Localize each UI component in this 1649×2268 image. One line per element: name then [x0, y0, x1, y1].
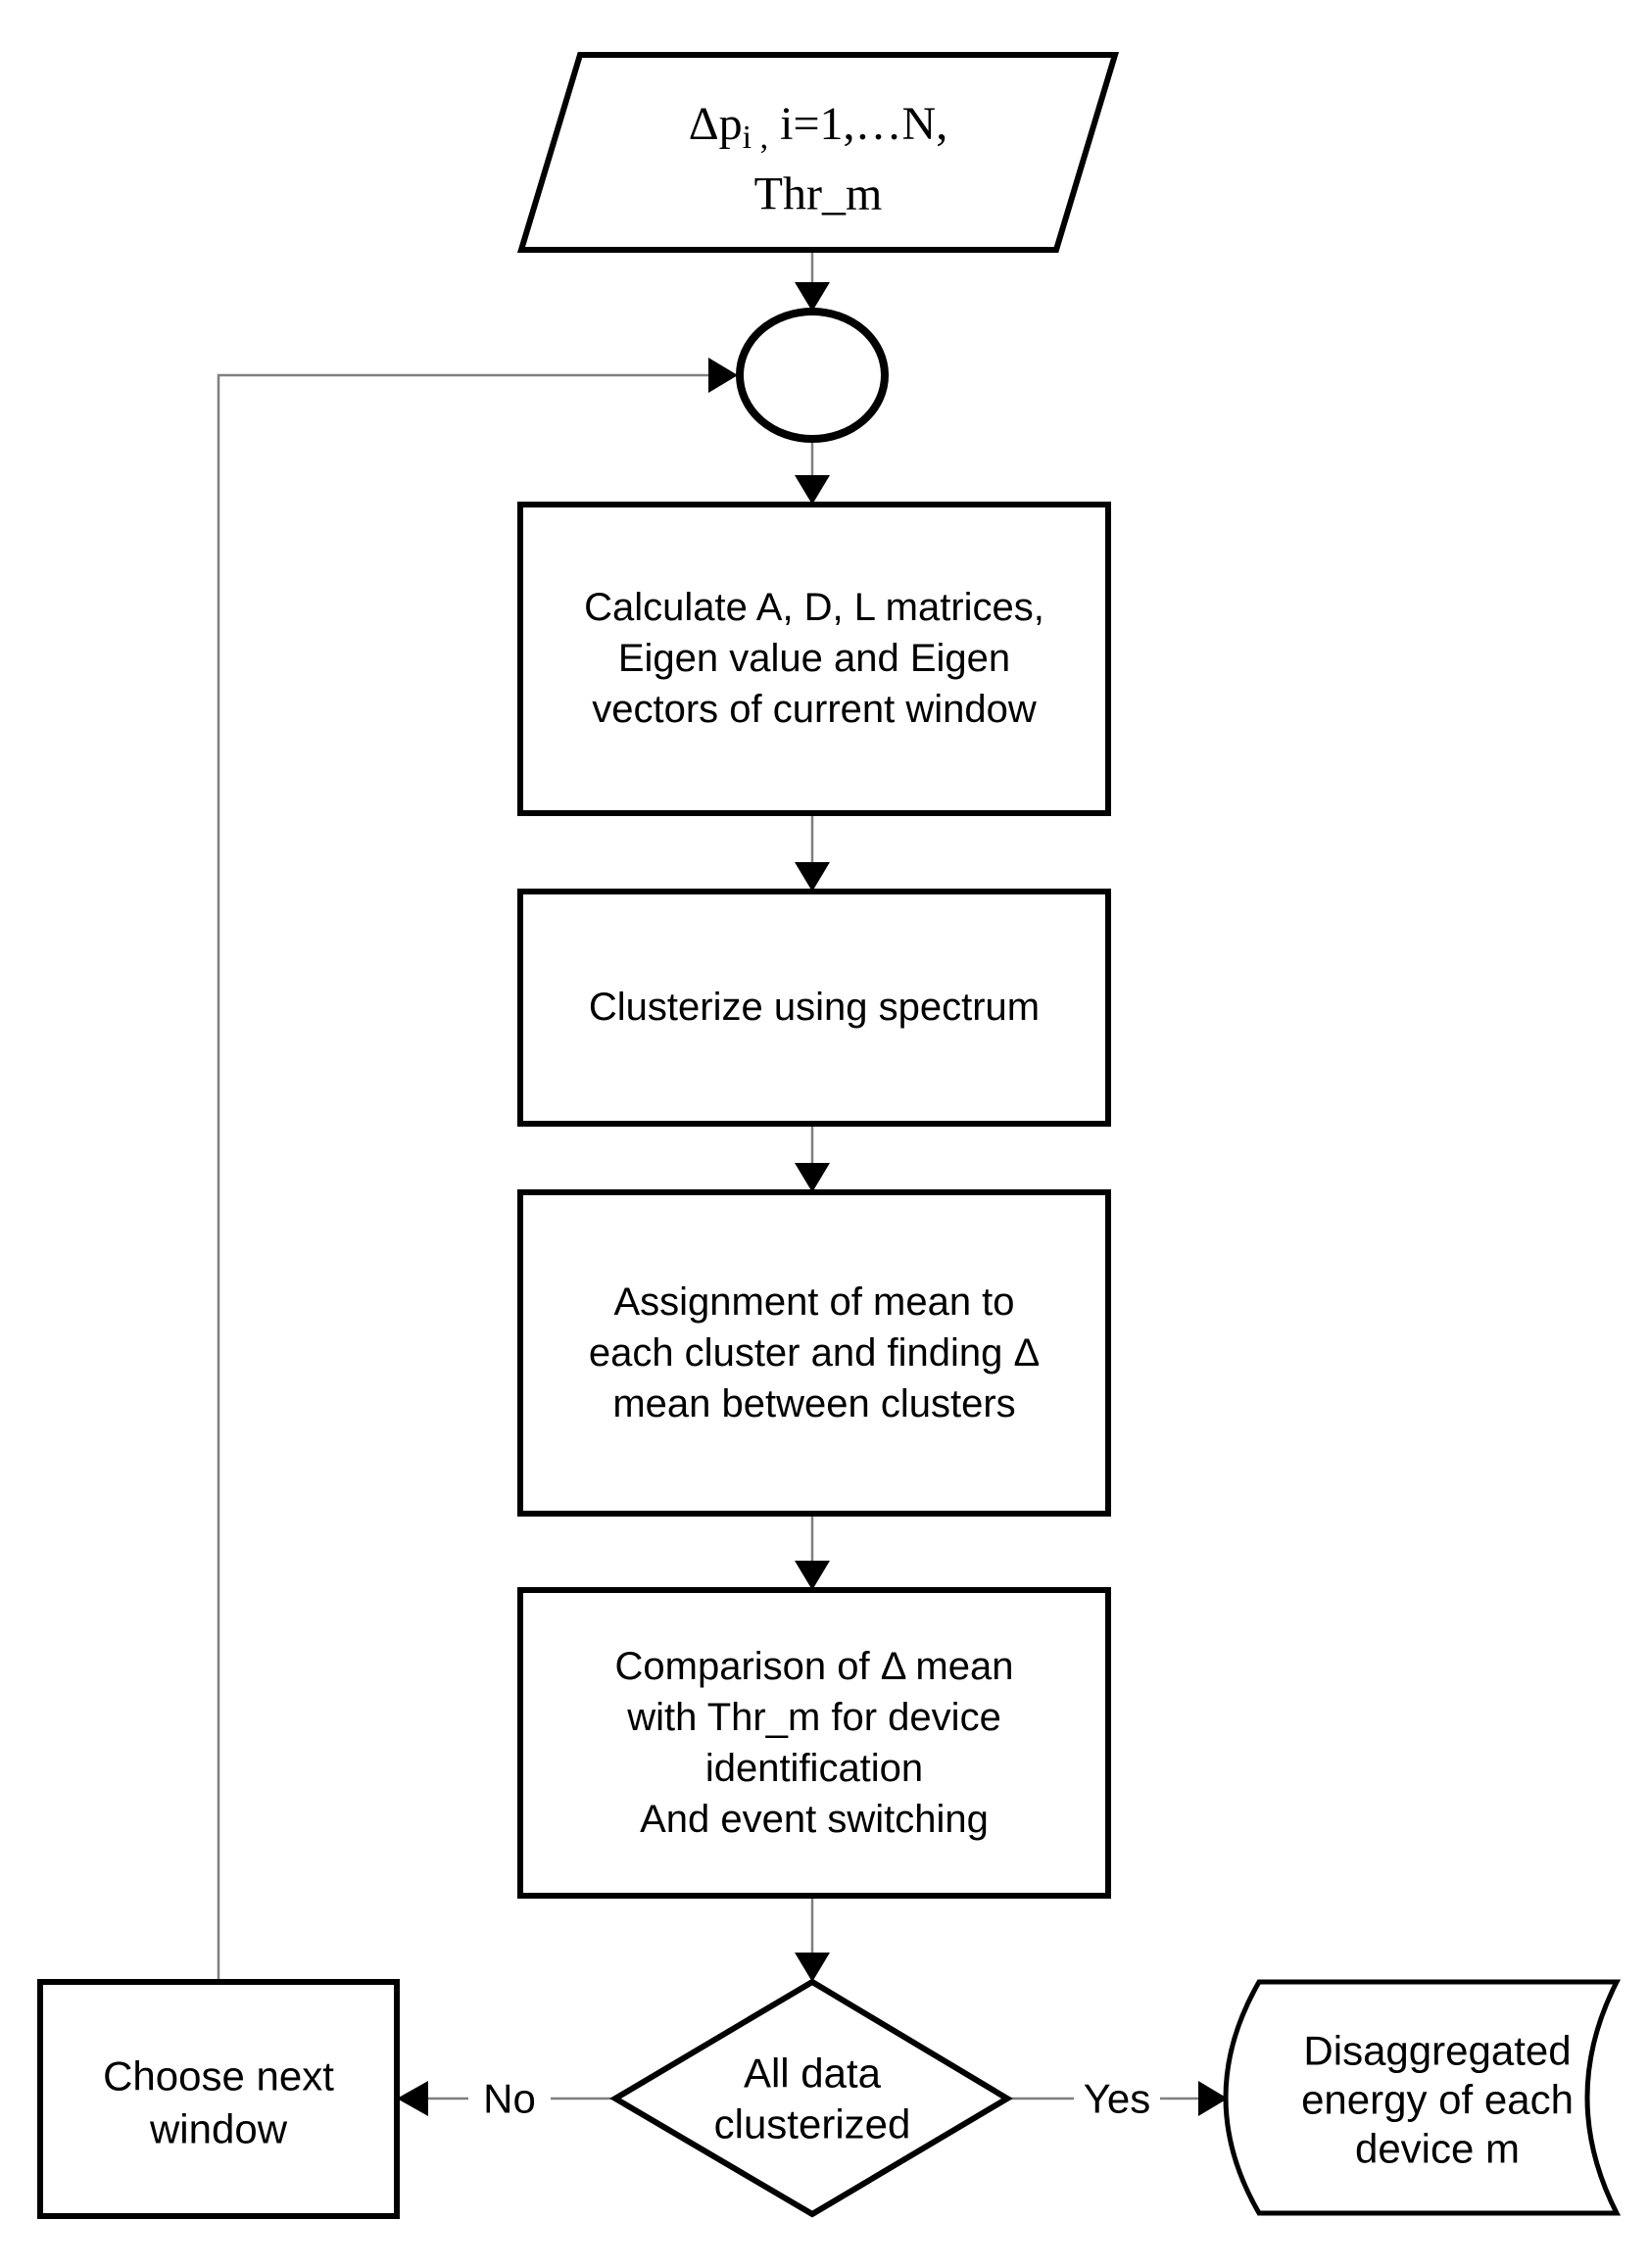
arrowhead-into-calculate — [795, 475, 830, 505]
process-comparison-threshold: Comparison of Δ mean with Thr_m for devi… — [517, 1587, 1111, 1899]
arrowhead-into-comparison — [795, 1561, 830, 1590]
yes-label-bg — [1074, 2075, 1160, 2122]
arrowhead-feedback-into-junction — [708, 358, 738, 393]
assignment-line1: Assignment of mean to — [613, 1280, 1014, 1324]
choose-window-line1: Choose next — [103, 2053, 334, 2099]
decision-all-data-clusterized: All data clusterized — [609, 1978, 1013, 2218]
choose-window-line2: window — [149, 2106, 288, 2152]
calculate-line2: Eigen value and Eigen — [618, 637, 1010, 680]
decision-line2: clusterized — [714, 2101, 911, 2147]
assignment-line2: each cluster and finding Δ — [589, 1331, 1040, 1375]
output-line3: device m — [1355, 2126, 1520, 2172]
no-label: No — [483, 2076, 536, 2122]
choose-window-box — [37, 1979, 400, 2219]
process-calculate-matrices: Calculate A, D, L matrices, Eigen value … — [517, 502, 1111, 816]
comparison-line2: with Thr_m for device — [626, 1696, 1001, 1739]
arrowhead-into-assignment — [795, 1163, 830, 1192]
process-assignment-mean: Assignment of mean to each cluster and f… — [517, 1189, 1111, 1517]
output-line1: Disaggregated — [1303, 2028, 1571, 2074]
junction-connector — [736, 308, 889, 443]
input-label-subscript: i , — [743, 120, 768, 156]
decision-line1: All data — [744, 2051, 882, 2097]
clusterize-box — [517, 889, 1111, 1127]
junction-circle — [736, 308, 889, 443]
arrowhead-into-junction — [795, 282, 830, 312]
output-disaggregated-energy: Disaggregated energy of each device m — [1223, 1979, 1622, 2216]
yes-label: Yes — [1084, 2076, 1151, 2122]
input-label-line2: Thr_m — [754, 169, 883, 220]
input-label-line1: Δpi , i=1,…N, — [689, 98, 947, 156]
arrowhead-into-decision — [795, 1953, 830, 1982]
stored-data-shape — [1223, 1979, 1622, 2216]
parallelogram-shape — [516, 52, 1120, 253]
input-label-rest: i=1,…N, — [768, 98, 947, 150]
calculate-box — [517, 502, 1111, 816]
input-label-main: Δp — [689, 98, 743, 150]
output-line2: energy of each — [1301, 2077, 1574, 2123]
assignment-box — [517, 1189, 1111, 1517]
arrowhead-into-clusterize — [795, 862, 830, 892]
comparison-line4: And event switching — [640, 1798, 989, 1841]
connector-loop-feedback — [217, 373, 710, 1982]
comparison-line1: Comparison of Δ mean — [615, 1645, 1014, 1688]
decision-diamond — [609, 1978, 1013, 2218]
clusterize-line1: Clusterize using spectrum — [589, 986, 1040, 1029]
arrowhead-into-output — [1198, 2081, 1228, 2116]
arrowhead-into-choose-window — [397, 2081, 428, 2116]
calculate-line1: Calculate A, D, L matrices, — [584, 586, 1044, 629]
process-choose-next-window: Choose next window — [37, 1979, 400, 2219]
process-clusterize: Clusterize using spectrum — [517, 889, 1111, 1127]
input-parallelogram: Δpi , i=1,…N, Thr_m — [516, 52, 1120, 253]
comparison-box — [517, 1587, 1111, 1899]
assignment-line3: mean between clusters — [612, 1382, 1015, 1425]
no-label-bg — [468, 2075, 551, 2122]
comparison-line3: identification — [705, 1747, 923, 1790]
calculate-line3: vectors of current window — [592, 688, 1037, 731]
